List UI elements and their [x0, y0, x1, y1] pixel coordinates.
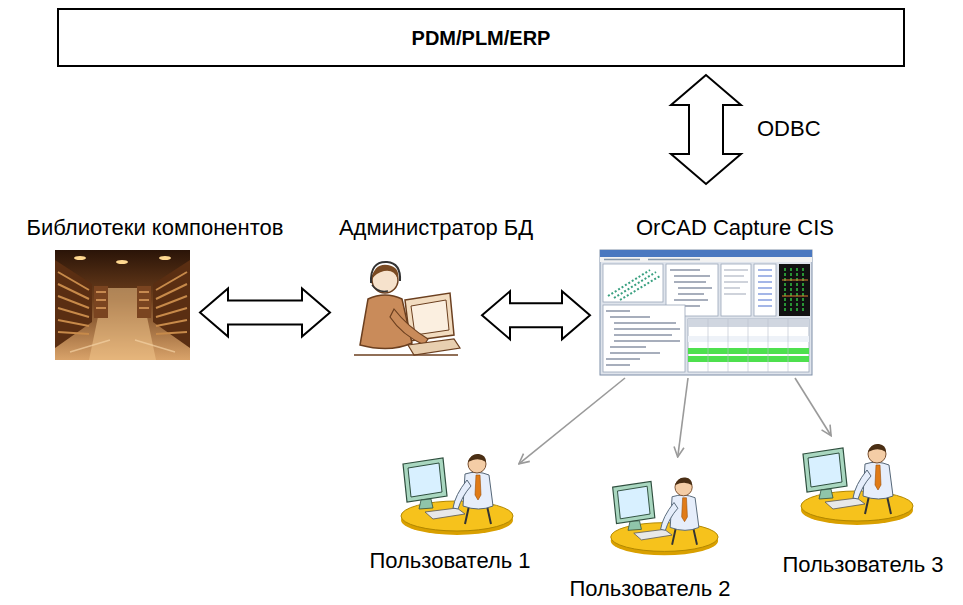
software-screenshot — [603, 305, 685, 372]
library-photo — [55, 260, 92, 348]
flow-arrow — [678, 378, 688, 457]
administrator-figure — [354, 262, 460, 355]
node-heading: Пользователь 1 — [369, 549, 530, 573]
software-screenshot — [688, 319, 809, 372]
software-node: OrCAD Capture CIS — [600, 250, 812, 375]
node-heading: Администратор БД — [339, 216, 533, 240]
node-heading: Пользователь 2 — [569, 577, 730, 601]
user-figure — [801, 444, 913, 525]
software-screenshot — [600, 250, 812, 257]
software-screenshot — [603, 264, 663, 302]
software-screenshot — [688, 348, 809, 354]
double-arrow — [482, 291, 590, 339]
software-screenshot — [782, 280, 808, 296]
user-figure — [611, 478, 718, 556]
administrator-figure — [372, 265, 398, 279]
user-node: Пользователь 3 — [795, 440, 915, 525]
system-box: PDM/PLM/ERP — [57, 8, 905, 67]
library-photo — [74, 256, 86, 260]
library-photo — [55, 250, 190, 360]
software-screenshot — [600, 257, 812, 262]
administrator-figure — [408, 339, 460, 355]
software-screenshot — [688, 356, 809, 362]
administrator-figure — [372, 285, 388, 291]
node-heading: OrCAD Capture CIS — [636, 216, 834, 240]
admin-node: Администратор БД — [350, 255, 460, 365]
software-screenshot — [758, 270, 772, 306]
software-screenshot — [604, 259, 700, 261]
library-photo — [159, 256, 171, 260]
double-arrow — [671, 75, 741, 184]
user-figure — [801, 444, 913, 525]
double-arrow — [200, 289, 330, 337]
user-figure — [401, 454, 513, 535]
box-title: PDM/PLM/ERP — [412, 26, 551, 50]
node-heading: Библиотеки компонентов — [27, 216, 284, 240]
software-screenshot — [608, 270, 660, 300]
software-screenshot — [785, 268, 803, 312]
user-node: Пользователь 2 — [605, 462, 720, 567]
flow-arrow — [519, 378, 625, 464]
node-heading: Пользователь 3 — [782, 553, 943, 577]
administrator-figure — [354, 354, 458, 356]
software-screenshot — [779, 264, 810, 316]
user-figure — [401, 454, 513, 535]
software-screenshot — [600, 250, 812, 375]
library-node: Библиотеки компонентов — [55, 250, 190, 360]
library-photo — [156, 272, 187, 334]
administrator-figure — [411, 300, 449, 335]
software-screenshot — [754, 264, 776, 316]
library-photo — [96, 292, 149, 308]
library-photo — [116, 260, 128, 264]
administrator-figure — [371, 262, 400, 283]
software-screenshot — [600, 250, 812, 375]
library-photo — [58, 272, 89, 334]
library-photo — [153, 260, 190, 348]
software-screenshot — [724, 270, 748, 294]
software-screenshot — [708, 319, 788, 372]
software-screenshot — [606, 311, 680, 365]
library-photo — [94, 286, 108, 318]
library-photo — [137, 286, 151, 318]
administrator-figure — [390, 309, 428, 345]
software-screenshot — [688, 336, 809, 342]
library-photo — [55, 250, 190, 360]
library-photo — [70, 340, 175, 352]
flow-arrow — [795, 378, 831, 436]
user-node: Пользователь 1 — [395, 450, 515, 535]
connector-label: ODBC — [755, 117, 823, 141]
software-screenshot — [721, 264, 751, 316]
software-screenshot — [688, 319, 809, 327]
software-screenshot — [670, 270, 712, 306]
user-figure — [611, 478, 718, 556]
